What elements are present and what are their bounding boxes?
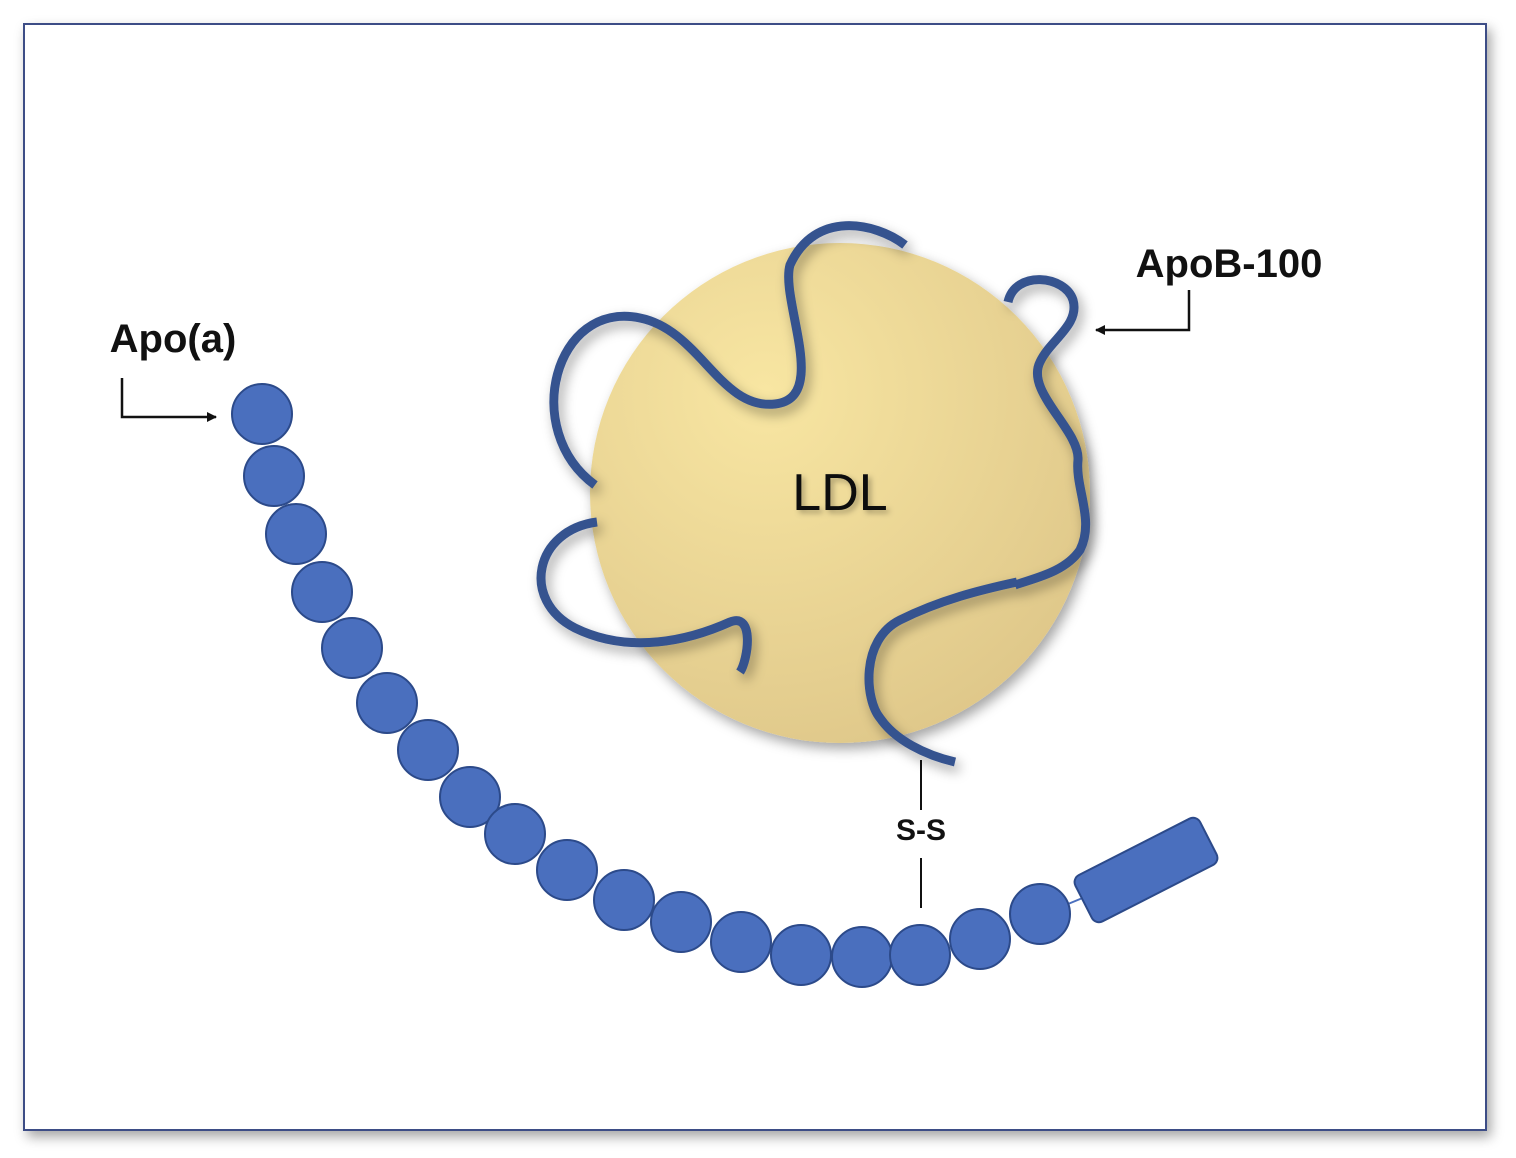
kringle-bead: [1009, 883, 1071, 945]
kringle-bead: [650, 891, 712, 953]
ldl-label: LDL: [792, 464, 887, 522]
kringle-bead: [265, 503, 327, 565]
kringle-bead: [710, 911, 772, 973]
kringle-bead: [770, 924, 832, 986]
kringle-bead: [949, 908, 1011, 970]
kringle-bead: [243, 445, 305, 507]
kringle-bead: [439, 766, 501, 828]
apoa-label: Apo(a): [110, 317, 237, 361]
apob-strand-segment-top: [549, 221, 908, 489]
kringle-bead: [321, 617, 383, 679]
kringle-bead: [536, 839, 598, 901]
apoa-kringle-chain: [231, 383, 1071, 988]
kringle-bead: [231, 383, 293, 445]
apob-100-arrow: [1095, 290, 1191, 335]
kringle-bead: [889, 924, 951, 986]
protease-domain: [1073, 816, 1219, 924]
apob-strand-segment-right-loop: [1003, 275, 1091, 590]
kringle-bead: [397, 719, 459, 781]
kringle-bead: [356, 672, 418, 734]
kringle-bead: [593, 869, 655, 931]
apob-100-strand: [536, 221, 1091, 767]
apob-strand-segment-left: [536, 517, 752, 675]
kringle-bead: [291, 561, 353, 623]
apob-100-label: ApoB-100: [1136, 242, 1323, 286]
apoa-arrow: [120, 378, 217, 422]
disulfide-bond-label: S-S: [896, 814, 946, 847]
kringle-bead: [831, 926, 893, 988]
kringle-bead: [484, 803, 546, 865]
apob-strand-segment-bottom: [864, 577, 1018, 767]
